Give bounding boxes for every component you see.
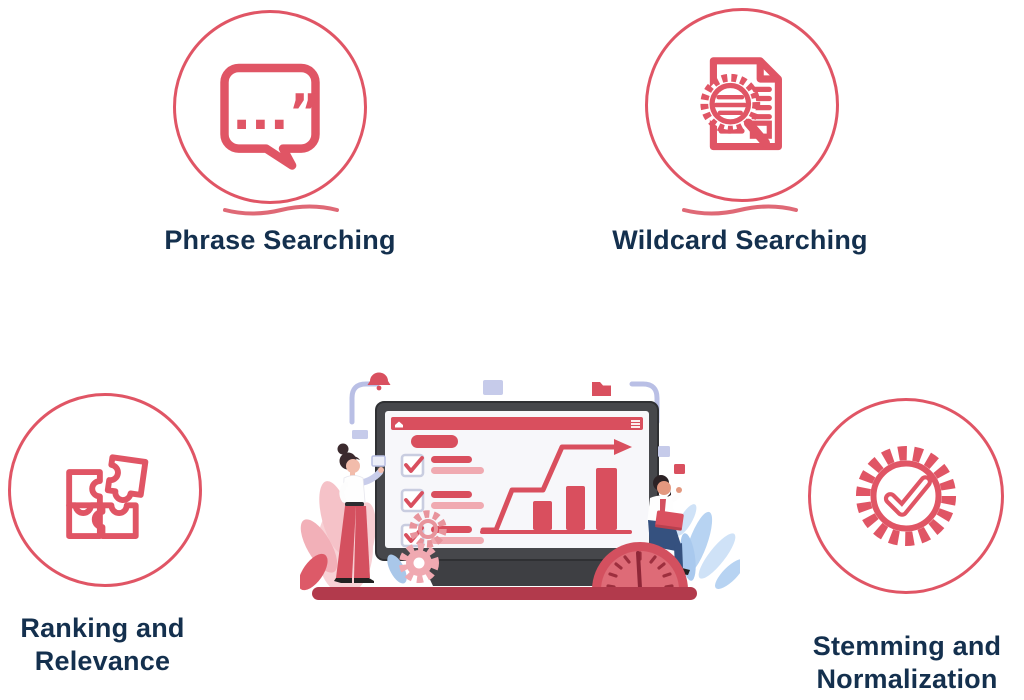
heading-pill	[411, 435, 458, 448]
bar	[566, 486, 585, 530]
menu-icon	[631, 420, 640, 428]
corner-bracket-icon	[629, 381, 660, 425]
feature-label-wildcard-searching: Wildcard Searching	[612, 225, 868, 255]
label-line-2: Relevance	[34, 646, 171, 676]
square-decoration	[658, 446, 670, 457]
feature-circle-ranking-relevance	[8, 393, 202, 587]
gear-icon	[409, 510, 447, 548]
badge-check-icon	[855, 445, 957, 547]
woman-with-tablet	[334, 443, 386, 583]
trend-line	[480, 444, 617, 533]
bar	[533, 501, 552, 530]
pants-leg	[354, 506, 370, 578]
label-line-1: Ranking and	[20, 613, 185, 643]
checklist-item	[400, 488, 484, 513]
feature-circle-stemming-normalization	[808, 398, 1004, 594]
label-line-2: Normalization	[816, 664, 998, 694]
folder-icon	[592, 382, 611, 396]
needle	[636, 551, 642, 590]
floating-ui-decorations	[349, 372, 660, 439]
bar	[596, 468, 617, 530]
bell-icon	[367, 372, 391, 391]
square-decoration	[674, 464, 685, 474]
shoe	[334, 578, 352, 583]
tablet	[371, 455, 386, 467]
hair-bun	[337, 443, 349, 455]
face	[657, 481, 671, 495]
document-search-icon	[700, 57, 782, 151]
growth-chart	[480, 439, 632, 534]
feature-label-stemming-normalization: Stemming and Normalization	[790, 630, 1024, 696]
blue-foliage	[675, 504, 740, 589]
blue-leaf	[387, 554, 407, 584]
corner-bracket-icon	[349, 381, 380, 425]
window-decoration	[483, 380, 503, 395]
checklist-item	[400, 453, 484, 478]
checklist	[400, 453, 484, 548]
hand	[378, 467, 384, 473]
man-with-laptop	[647, 475, 690, 575]
face	[346, 459, 360, 473]
feature-label-phrase-searching: Phrase Searching	[164, 225, 396, 255]
feature-label-ranking-relevance: Ranking and Relevance	[0, 612, 205, 678]
arrow-head	[614, 439, 632, 455]
wavy-underline-decoration	[682, 204, 798, 216]
label-line-1: Stemming and	[812, 631, 1002, 661]
raised-arm	[669, 489, 682, 503]
monitor-stand	[420, 558, 635, 586]
check-icon	[404, 456, 424, 473]
ground-line	[312, 587, 697, 600]
speedometer	[592, 542, 688, 590]
home-icon	[395, 421, 403, 428]
pants-leg	[336, 506, 356, 578]
hand	[676, 487, 682, 493]
check-icon	[404, 491, 424, 508]
laptop	[655, 510, 684, 531]
gear-icon	[399, 543, 439, 583]
tick-marks	[606, 551, 674, 589]
gears	[387, 510, 447, 584]
puzzle-icon	[66, 454, 149, 540]
check-icon	[404, 526, 424, 543]
shoe	[354, 578, 374, 583]
quote-bubble-icon: ...”	[220, 63, 321, 170]
wavy-underline-decoration	[223, 204, 339, 216]
svg-text:...”: ...”	[232, 83, 321, 141]
monitor	[375, 401, 659, 586]
feature-circle-phrase-searching: ...”	[173, 10, 367, 204]
search-platform-illustration	[300, 372, 740, 600]
belt	[345, 502, 364, 507]
app-top-bar	[391, 417, 643, 430]
small-card-decoration	[352, 430, 368, 439]
feature-circle-wildcard-searching	[645, 8, 839, 202]
